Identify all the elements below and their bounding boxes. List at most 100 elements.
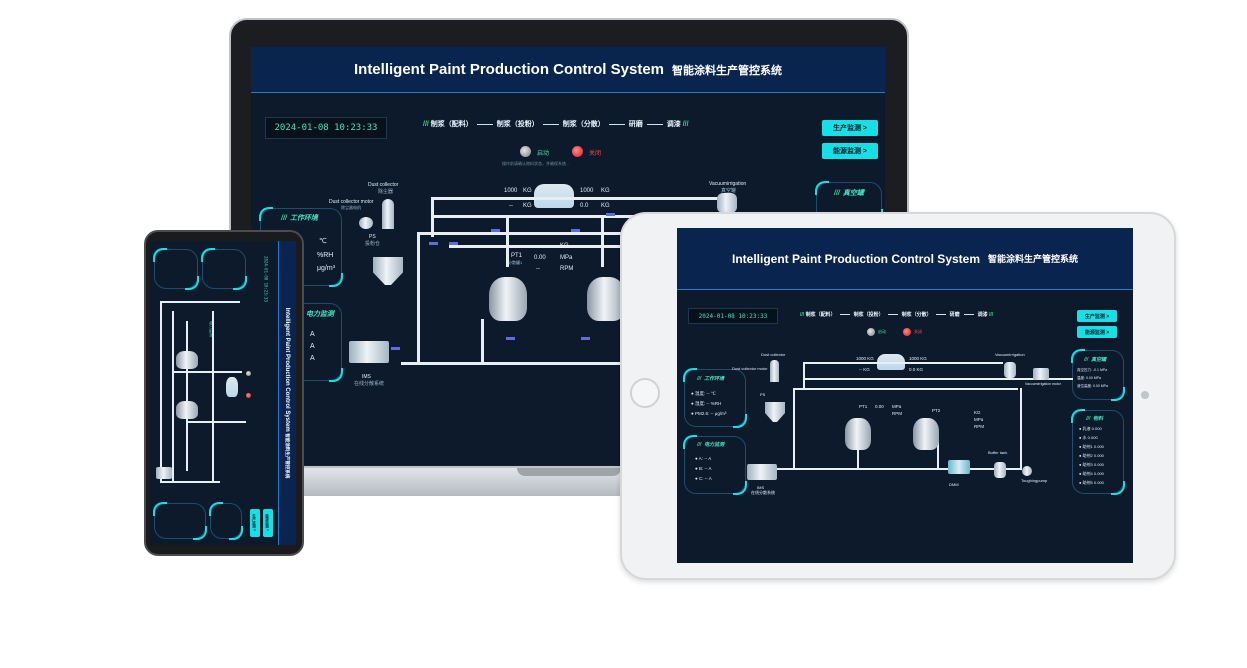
pipe <box>431 197 731 200</box>
pipe <box>803 362 805 390</box>
tablet-pt1-vessel <box>845 418 871 450</box>
laptop-env-title: ///工作环境 <box>281 215 318 222</box>
pipe <box>186 421 246 423</box>
phone-production-monitor-button[interactable]: 生产监测 > <box>250 509 260 537</box>
pipe <box>803 362 1003 364</box>
tablet-home-button[interactable] <box>630 378 660 408</box>
laptop-pt1-rpm: -- <box>536 266 540 272</box>
production-monitor-button[interactable]: 生产监测 > <box>822 120 878 136</box>
pipe <box>793 388 795 468</box>
pipe <box>481 319 484 365</box>
tablet-env-temp: ● 温度: -- ℃ <box>691 391 716 396</box>
laptop-dust-collector-label: Dust collector <box>368 182 399 188</box>
phone-start-lamp-icon[interactable] <box>246 371 251 376</box>
tablet-power-title: ///电力监测 <box>697 442 725 448</box>
laptop-vacuum-label: Vacuumirrigation <box>709 181 747 187</box>
laptop-unit-mpa: MPa <box>560 255 573 261</box>
laptop-dust-motor <box>359 217 373 229</box>
phone-title: Intelligent Paint Production Control Sys… <box>284 308 290 479</box>
phone-energy-monitor-button[interactable]: 能源监测 > <box>263 509 273 537</box>
laptop-weigh-tank <box>534 184 574 208</box>
laptop-scale-left-top-value: 1000 <box>504 188 518 194</box>
pipe <box>172 311 174 481</box>
laptop-ims-label: IMS <box>362 374 371 380</box>
laptop-ps-label: PS <box>369 234 376 240</box>
tablet-energy-monitor-button[interactable]: 能源监测 > <box>1077 326 1117 338</box>
laptop-power-c-unit: A <box>310 355 315 362</box>
tablet-dust-collector-label: Dust collector <box>761 352 786 357</box>
laptop-scale-right-top-unit: KG <box>601 188 610 194</box>
laptop-scale-left-bot-unit: KG <box>523 203 532 209</box>
tablet-process-steps: /// 制浆（配料） 制浆（投粉） 制浆（分散） 研磨 调漆 /// <box>800 311 994 319</box>
tablet-pt2-unit-mpa: MPa <box>974 417 984 422</box>
tablet-vacuum-row-1: 真空压力: -0.1 MPa <box>1077 368 1108 372</box>
tablet-ims-zh: 在线分散系统 <box>751 490 775 495</box>
laptop-ps-zh: 投粉仓 <box>365 241 381 247</box>
laptop-dust-motor-zh: 除尘器电机 <box>341 205 361 210</box>
tablet-vacuum-motor-label: Vacuumirrigation motor <box>1025 382 1061 386</box>
phone-stop-lamp-icon[interactable] <box>246 393 251 398</box>
laptop-ims-zh: 在线分散系统 <box>354 381 385 387</box>
laptop-datetime: 2024-01-08 10:23:33 <box>265 117 387 139</box>
laptop-pt2-vessel <box>587 277 625 321</box>
tablet-camera <box>1141 391 1149 399</box>
laptop-env-pm-unit: μg/m³ <box>317 265 336 272</box>
tablet-start-lamp-icon[interactable] <box>867 328 875 336</box>
phone-title-zh: 智能涂料生产管控系统 <box>285 433 290 479</box>
pipe <box>777 468 947 470</box>
tablet-dust-motor-label: Dust collector motor <box>732 366 768 371</box>
tablet-material-row: ● 助剂1 0.000 <box>1079 444 1104 449</box>
tablet-material-row: ● 助剂5 0.000 <box>1079 480 1104 485</box>
phone-power-panel <box>201 248 247 290</box>
tablet-mill-unit <box>948 460 970 474</box>
tablet-buffer-tank <box>994 462 1006 478</box>
pipe <box>160 301 240 303</box>
tablet-pt2-unit-kg: KG <box>974 410 981 415</box>
tablet-scale-left-top: 1000 KG <box>856 356 874 361</box>
tablet-pt1-unit-rpm: RPM <box>892 411 902 416</box>
step-2: 制浆（投粉） <box>496 121 539 128</box>
pipe <box>793 388 1018 390</box>
pipe <box>212 311 214 481</box>
laptop-dust-collector <box>382 199 394 229</box>
tablet-env-hum: ● 湿度: -- %RH <box>691 401 722 406</box>
stop-label: 关闭 <box>589 151 602 157</box>
tablet-buffer-label: Buffer tank <box>988 450 1008 455</box>
laptop-scale-right-bot-value: 0.0 <box>580 203 589 209</box>
phone-pt2-vessel <box>176 401 198 419</box>
step-1: 制浆（配料） <box>430 121 473 128</box>
tablet-stop-lamp-icon[interactable] <box>903 328 911 336</box>
tablet-start-label: 启动 <box>878 329 886 334</box>
operation-hint: 操作前请确认物料状态，并确保系统... <box>502 161 570 166</box>
phone-screen: Intelligent Paint Production Control Sys… <box>150 241 296 545</box>
tablet-vacuum-panel <box>1071 349 1125 401</box>
tablet-pump-label: Toughingpump <box>1021 478 1048 483</box>
tablet-material-row: ● 乳液 0.000 <box>1079 426 1102 431</box>
laptop-title-en: Intelligent Paint Production Control Sys… <box>353 61 665 78</box>
stop-lamp-icon[interactable] <box>572 146 583 157</box>
tablet-scale-right-bot: 0.0 KG <box>909 367 924 372</box>
tablet-power-panel <box>683 435 747 495</box>
laptop-ims-unit <box>349 341 389 363</box>
laptop-env-temp-unit: ℃ <box>319 238 327 245</box>
pipe <box>937 468 1022 470</box>
pipe <box>417 232 420 362</box>
step-5: 调漆 <box>666 121 681 128</box>
pipe <box>186 321 188 471</box>
tablet-datetime: 2024-01-08 10:23:33 <box>688 308 778 324</box>
energy-monitor-button[interactable]: 能源监测 > <box>822 143 878 159</box>
tablet-production-monitor-button[interactable]: 生产监测 > <box>1077 310 1117 322</box>
tablet-pt1-unit-mpa: MPa <box>892 404 902 409</box>
pipe <box>172 371 242 373</box>
phone-header <box>278 241 296 545</box>
tablet-env-title: ///工作环境 <box>697 376 725 382</box>
tablet-ims-label: IMS <box>757 485 765 490</box>
laptop-pt1-label: PT1 <box>511 253 523 259</box>
laptop-unit-rpm: RPM <box>560 266 574 272</box>
laptop-env-hum-unit: %RH <box>317 252 334 259</box>
start-lamp-icon[interactable] <box>520 146 531 157</box>
tablet-vacuum-row-3: 液位高度: 0.00 MPa <box>1077 384 1108 388</box>
laptop-ps-hopper <box>373 257 403 285</box>
tablet-ps-label: PS <box>760 392 766 397</box>
tablet-screen: Intelligent Paint Production Control Sys… <box>677 228 1133 563</box>
